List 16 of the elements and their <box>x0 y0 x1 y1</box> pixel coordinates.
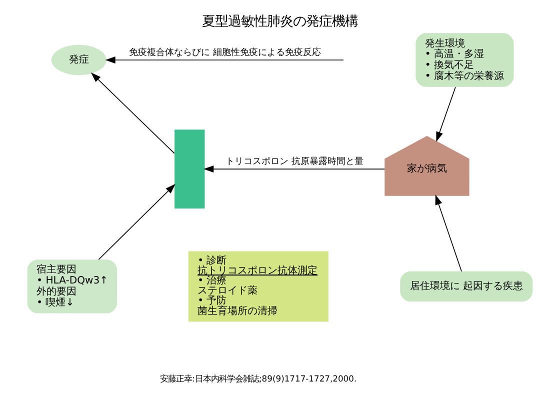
arrow <box>98 184 175 260</box>
edge-label: 免疫複合体ならびに 細胞性免疫による免疫反応 <box>128 46 320 58</box>
node-ellipse: 発症 <box>50 44 106 76</box>
arrow <box>203 166 385 173</box>
node-box: 居住環境に 起因する疾患 <box>400 271 532 302</box>
arrow <box>436 86 456 142</box>
node-box: • 診断 抗トリコスポロン抗体測定 • 治療 ステロイド薬 • 予防 菌生育場所の清掃 <box>188 251 328 322</box>
arrow <box>434 194 462 272</box>
node-box: 宿主要因 • HLA-DQw3↑ 外的要因 • 喫煙↓ <box>26 260 117 314</box>
node-box: 発生環境 • 高温・多湿 • 換気不足 • 腐木等の栄養源 <box>415 33 514 87</box>
edge-label: トリコスポロン 抗原暴露時間と量 <box>225 156 364 167</box>
diagram-title: 夏型過敏性肺炎の発症機構 <box>202 14 358 30</box>
node-person <box>174 130 204 208</box>
caption: 安藤正幸:日本内科学会雑誌;89(9)1717-1727,2000. <box>160 374 356 384</box>
arrow <box>90 72 174 154</box>
arrow <box>104 56 344 64</box>
